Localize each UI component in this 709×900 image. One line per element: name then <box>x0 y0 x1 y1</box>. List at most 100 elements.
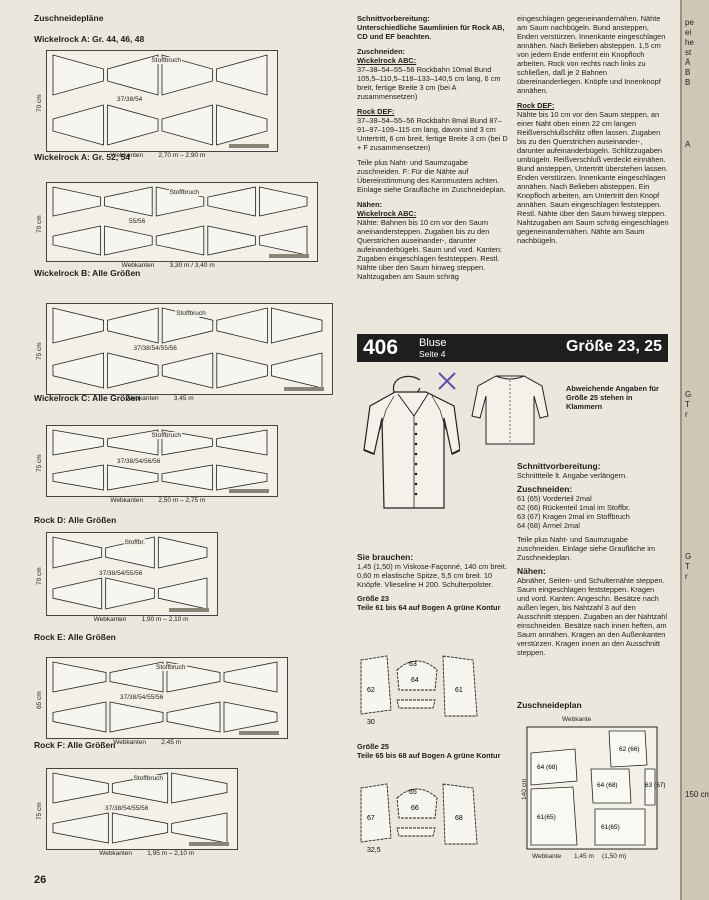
selvage-label: Webkanten <box>110 497 144 504</box>
interfacing-strip <box>229 144 269 148</box>
cut-heading: Zuschneiden: <box>357 47 406 56</box>
piece-number: 61 <box>455 687 463 694</box>
skirt-instructions: Schnittvorbereitung: Unterschiedliche Sa… <box>357 14 509 287</box>
fabric-width-label: 75 cm <box>36 802 43 820</box>
interfacing-strip <box>229 489 269 493</box>
fold-label: Stoffbruch <box>175 310 207 317</box>
fabric-length-label: 2,45 m <box>161 739 182 746</box>
size23-text: Teile 61 bis 64 auf Bogen A grüne Kontur <box>357 603 501 612</box>
pattern-number: 406 <box>363 336 399 359</box>
skirt-panel <box>111 812 169 844</box>
pattern-piece <box>442 783 478 845</box>
pattern-size: Größe 23, 25 <box>565 338 662 355</box>
sizes-label: 37/38/54/55/56 <box>119 694 165 701</box>
cut-list-item: 62 (66) Rückenteil 1mal im Stoffbr. <box>517 503 631 512</box>
skirt-panel <box>107 464 159 491</box>
pattern-piece <box>360 783 392 843</box>
plan-piece-label: 61(65) <box>537 814 556 821</box>
plan-width-label: 140 cm <box>521 778 528 800</box>
skirt-panel <box>271 307 323 344</box>
piece-number: 67 <box>367 815 375 822</box>
skirt-panel <box>216 464 268 491</box>
plan-piece-label: 62 (66) <box>619 746 640 753</box>
fabric-length-label: 2,70 m – 2,90 m <box>158 152 206 159</box>
size25-block: Größe 25 Teile 65 bis 68 auf Bogen A grü… <box>357 742 509 760</box>
cutting-layout-diagram: Stoffbruch 37/38/54/55/56 <box>46 657 288 739</box>
sizes-label: 37/38/54/55/56 <box>98 569 144 577</box>
skirt-panel <box>271 352 323 389</box>
pattern-piece <box>396 788 438 819</box>
pattern-piece <box>396 660 438 691</box>
magazine-page: Zuschneidepläne Wickelrock A: Gr. 44, 46… <box>0 0 680 900</box>
blouse-prep-text: Schnittteile lt. Angabe verlängern. <box>517 471 628 480</box>
skirt-panel <box>216 429 268 456</box>
cut-list-item: 63 (67) Kragen 2mal im Stoffbruch <box>517 512 630 521</box>
piece-number: 68 <box>455 815 463 822</box>
skirt-panel <box>109 661 164 693</box>
section-title: Zuschneidepläne <box>34 13 104 23</box>
sew-abc-text: Nähte: Bahnen bis 10 cm vor den Saum ane… <box>357 218 503 281</box>
plan-bottom-selvage: Webkante <box>532 853 562 860</box>
skirt-panel <box>207 186 256 217</box>
diagram-heading: Rock D: Alle Größen <box>34 515 117 525</box>
fabric-width-label: 70 cm <box>36 94 43 112</box>
interfacing-strip <box>269 254 309 258</box>
skirt-panel <box>52 812 109 844</box>
selvage-label: Webkanten <box>110 152 144 159</box>
skirt-panel <box>107 307 159 344</box>
piece-number: 30 <box>367 719 375 726</box>
skirt-panel <box>216 307 268 344</box>
fabric-width-label: 65 cm <box>36 691 43 709</box>
skirt-panel <box>107 104 159 146</box>
skirt-panel <box>52 54 104 96</box>
fabric-length-label: 2,50 m – 2,75 m <box>158 497 206 504</box>
blouse-prep-heading: Schnittvorbereitung: <box>517 461 601 471</box>
cut-list-item: 61 (65) Vorderteil 2mal <box>517 494 592 503</box>
skirt-panel <box>52 536 103 569</box>
allowance-text: Teile plus Naht- und Saumzugabe zuschnei… <box>357 158 506 194</box>
pattern-piece <box>360 655 392 715</box>
plan-piece-label: 61(65) <box>601 824 620 831</box>
size23-heading: Größe 23 <box>357 594 390 603</box>
fabric-width-label: 70 cm <box>36 567 43 585</box>
plan-piece <box>594 808 646 846</box>
skirt-panel <box>171 772 228 804</box>
skirt-panel <box>52 352 104 389</box>
x-mark-icon <box>438 372 456 390</box>
edge-text-fragment: he <box>685 38 694 47</box>
piece-number: 62 <box>367 687 375 694</box>
blouse-instructions: Schnittvorbereitung: Schnittteile lt. An… <box>517 462 667 662</box>
pattern-piece <box>396 699 436 709</box>
skirt-instructions-cont: eingeschlagen gegeneinandernähen. Nähte … <box>517 14 669 251</box>
blouse-sew-text: Abnäher, Seiten- und Schulternähte stepp… <box>517 576 667 657</box>
fold-label: Stoffbruch <box>155 664 187 671</box>
edge-text-fragment: pe <box>685 18 694 27</box>
fold-label: Stoffbruch <box>168 189 201 196</box>
edge-text-fragment: T <box>685 562 690 571</box>
skirt-panel <box>52 429 104 456</box>
plan-length-25: (1,50 m) <box>602 853 627 860</box>
skirt-panel <box>223 701 278 733</box>
selvage-label: Webkanten <box>99 850 132 857</box>
def-sew-text: Nähte bis 10 cm vor den Saum steppen, an… <box>517 110 669 245</box>
edge-text-fragment: G <box>685 390 692 399</box>
skirt-panel <box>107 352 159 389</box>
skirt-panel <box>216 352 268 389</box>
diagram-heading: Rock E: Alle Größen <box>34 632 116 642</box>
pattern-page: Seite 4 <box>419 349 446 359</box>
skirt-panel <box>155 225 205 256</box>
plan-top-selvage: Webkante <box>562 716 592 723</box>
skirt-panel <box>105 577 155 610</box>
fabric-length-label: 3,45 m <box>173 395 194 402</box>
interfacing-strip <box>284 387 324 391</box>
plan-piece <box>530 748 578 786</box>
fabric-width-label: 75 cm <box>36 342 43 360</box>
abc-heading: Wickelrock ABC: <box>357 56 417 65</box>
plan-piece <box>644 768 656 806</box>
plan-length: 1,45 m <box>574 853 594 860</box>
skirt-panel <box>104 186 153 217</box>
sizes-label: 37/38/54/56/56 <box>116 457 162 465</box>
